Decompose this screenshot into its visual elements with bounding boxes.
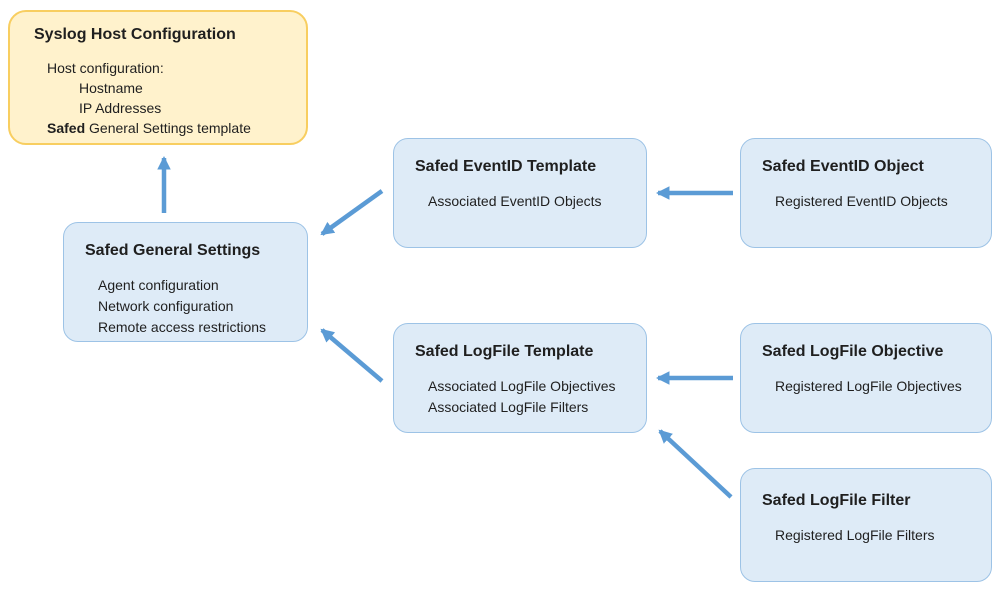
node-body: Registered LogFile Objectives: [775, 376, 975, 397]
list-item: Remote access restrictions: [98, 319, 267, 335]
node-body: Registered EventID Objects: [775, 191, 975, 212]
host-config-intro: Host configuration:: [47, 60, 164, 76]
template-line-rest: General Settings template: [85, 120, 251, 136]
node-title: Safed EventID Template: [415, 158, 597, 175]
node-safed-eventid-object: Safed EventID Object Registered EventID …: [740, 138, 992, 248]
node-title: Safed LogFile Objective: [762, 343, 944, 360]
edge-logfile-filter-to-logfile-template: [658, 429, 733, 499]
list-item: Registered LogFile Filters: [775, 527, 935, 543]
list-item: Registered EventID Objects: [775, 193, 948, 209]
list-item: Network configuration: [98, 298, 234, 314]
list-item: Associated EventID Objects: [428, 193, 602, 209]
list-item: Registered LogFile Objectives: [775, 378, 962, 394]
edge-logfile-template-to-general-settings: [320, 328, 384, 383]
node-body: Registered LogFile Filters: [775, 525, 975, 546]
node-title: Syslog Host Configuration: [34, 26, 236, 43]
node-body: Associated EventID Objects: [428, 191, 630, 212]
host-config-template-line: Safed General Settings template: [47, 118, 288, 138]
list-item: Associated LogFile Filters: [428, 399, 589, 415]
node-safed-general-settings: Safed General Settings Agent configurati…: [63, 222, 308, 342]
node-title: Safed LogFile Filter: [762, 492, 911, 509]
list-item: Associated LogFile Objectives: [428, 378, 616, 394]
node-body: Agent configuration Network configuratio…: [98, 275, 291, 338]
host-config-item-ip-addresses: IP Addresses: [79, 100, 162, 116]
node-title: Safed EventID Object: [762, 158, 924, 175]
node-body: Host configuration: Hostname IP Addresse…: [47, 58, 288, 138]
node-safed-logfile-objective: Safed LogFile Objective Registered LogFi…: [740, 323, 992, 433]
node-safed-eventid-template: Safed EventID Template Associated EventI…: [393, 138, 647, 248]
node-title: Safed General Settings: [85, 242, 261, 259]
edge-eventid-template-to-general-settings: [320, 189, 384, 236]
list-item: Agent configuration: [98, 277, 219, 293]
host-config-item-hostname: Hostname: [79, 80, 143, 96]
node-safed-logfile-template: Safed LogFile Template Associated LogFil…: [393, 323, 647, 433]
node-syslog-host-configuration: Syslog Host Configuration Host configura…: [8, 10, 308, 145]
node-title: Safed LogFile Template: [415, 343, 594, 360]
node-safed-logfile-filter: Safed LogFile Filter Registered LogFile …: [740, 468, 992, 582]
safed-bold-prefix: Safed: [47, 120, 86, 136]
node-body: Associated LogFile Objectives Associated…: [428, 376, 630, 418]
